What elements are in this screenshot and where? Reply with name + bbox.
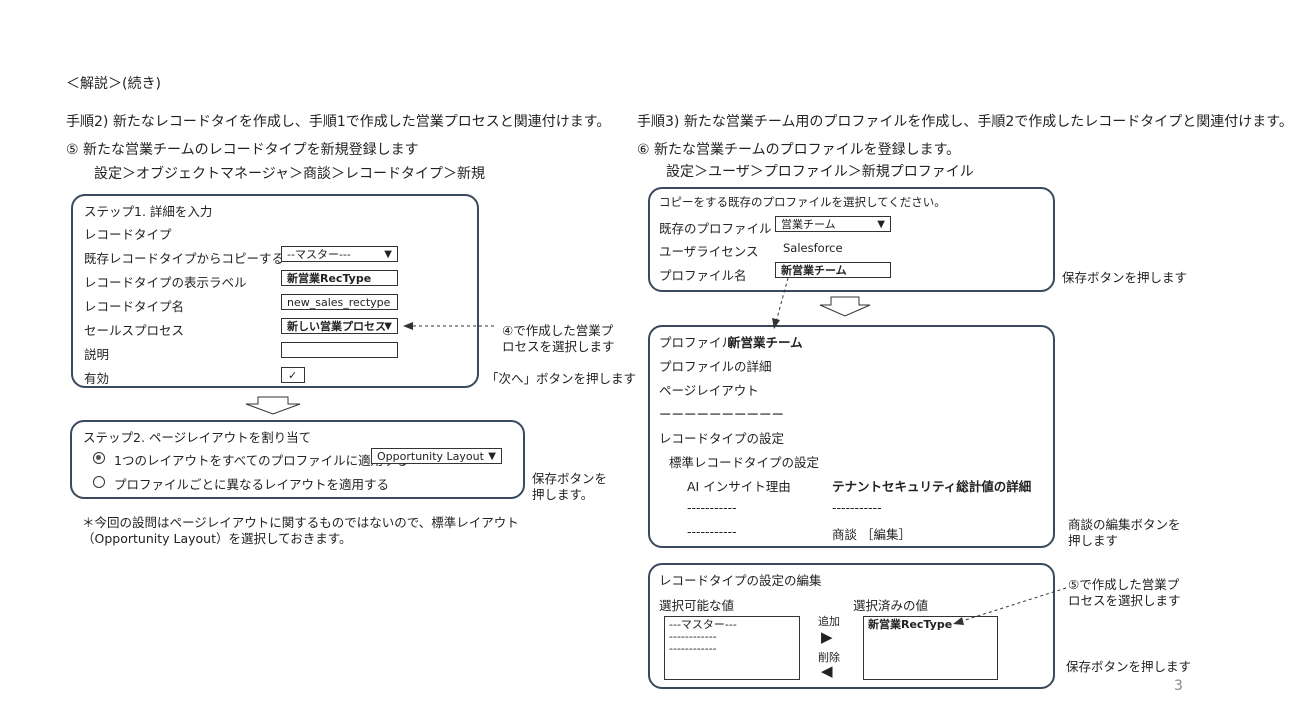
note-next: 「次へ」ボタンを押します [486, 371, 637, 386]
available-item[interactable]: ------------ [669, 630, 717, 643]
step2-title: ステップ2. ページレイアウトを割り当て [83, 430, 312, 445]
rt-edit-panel: レコードタイプの設定の編集 選択可能な値 選択済みの値 ---マスター--- -… [648, 563, 1055, 689]
dashed-arrow-selected [961, 587, 1067, 622]
copy-instruction: コピーをする既存のプロファイルを選択してください。 [659, 195, 946, 209]
copy-select[interactable]: --マスター--- ▼ [281, 246, 398, 262]
selected-item[interactable]: 新営業RecType [868, 618, 953, 631]
arrow-head [772, 318, 780, 329]
profile-page-layout: ページレイアウト [659, 383, 759, 398]
dashed-arrow-profile [775, 277, 789, 323]
display-input[interactable]: 新営業RecType [281, 270, 398, 286]
display-label: レコードタイプの表示ラベル [84, 275, 247, 290]
note-save-2: 保存ボタンを押します [1066, 659, 1192, 674]
col2-row1: ----------- [832, 500, 882, 515]
dropdown-arrow-icon: ▼ [488, 451, 496, 462]
right-sub-title: ⑥ 新たな営業チームのプロファイルを登録します。 [637, 142, 961, 158]
remove-label: 削除 [818, 651, 840, 664]
footnote-1: ＊今回の設問はページレイアウトに関するものではないので、標準レイアウト [82, 515, 519, 530]
profile-dashes: ーーーーーーーーーー [659, 407, 785, 422]
active-label: 有効 [84, 371, 110, 386]
step1-title: ステップ1. 詳細を入力 [84, 204, 213, 219]
layout-radio-all[interactable] [93, 452, 105, 464]
hollow-down-arrow-icon [819, 296, 871, 317]
name-input[interactable]: new_sales_rectype [281, 294, 398, 310]
arrow-head [953, 617, 964, 625]
dropdown-arrow-icon: ▼ [384, 249, 392, 260]
layout-radio-each[interactable] [93, 476, 105, 488]
desc-input[interactable] [281, 342, 398, 358]
note-process-2: ロセスを選択します [502, 339, 615, 354]
profile-detail-panel: プロファイル 新営業チーム プロファイルの詳細 ページレイアウト ーーーーーーー… [648, 325, 1055, 548]
arrow-head [403, 322, 413, 330]
note-save-profile: 保存ボタンを押します [1062, 270, 1188, 285]
note-edit-2: 押します [1068, 533, 1119, 548]
opportunity-edit-link[interactable]: 商談 ［編集］ [832, 527, 911, 542]
left-triangle-icon[interactable]: ◀ [821, 662, 833, 680]
profile-name: 新営業チーム [728, 335, 803, 350]
process-select[interactable]: 新しい営業プロセス ▼ [281, 318, 398, 334]
profile-rt-settings: レコードタイプの設定 [659, 431, 785, 446]
add-label: 追加 [818, 615, 840, 628]
copy-select-value: --マスター--- [287, 248, 351, 261]
rt-edit-title: レコードタイプの設定の編集 [659, 573, 822, 588]
copy-profile-panel: コピーをする既存のプロファイルを選択してください。 既存のプロファイル 営業チー… [648, 187, 1055, 292]
available-item[interactable]: ---マスター--- [669, 618, 737, 631]
note-edit-1: 商談の編集ボタンを [1068, 517, 1181, 532]
license-label: ユーザライセンス [659, 244, 759, 259]
existing-profile-select[interactable]: 営業チーム ▼ [775, 216, 891, 232]
profile-label: プロファイル [659, 335, 735, 350]
profile-std-rt-settings: 標準レコードタイプの設定 [669, 455, 820, 470]
profile-details: プロファイルの詳細 [659, 359, 772, 374]
left-step-title: 手順2) 新たなレコードタイを作成し、手順1で作成した営業プロセスと関連付けます… [66, 114, 611, 130]
step2-panel: ステップ2. ページレイアウトを割り当て 1つのレイアウトをすべてのプロファイル… [70, 420, 525, 499]
layout-select-value: Opportunity Layout [377, 450, 484, 463]
license-value: Salesforce [783, 241, 843, 255]
slide-heading: ＜解説＞(続き) [66, 76, 161, 92]
profile-name-input[interactable]: 新営業チーム [775, 262, 891, 278]
hollow-down-arrow-icon [245, 396, 301, 415]
existing-profile-value: 営業チーム [781, 218, 836, 231]
layout-option-each: プロファイルごとに異なるレイアウトを適用する [114, 477, 390, 492]
desc-label: 説明 [84, 347, 110, 362]
dropdown-arrow-icon: ▼ [384, 321, 392, 332]
profile-name-label: プロファイル名 [659, 268, 747, 283]
page-number: 3 [1174, 678, 1183, 694]
col2-header: テナントセキュリティ総計値の詳細 [832, 479, 1032, 494]
note-process-1: ④で作成した営業プ [502, 323, 614, 338]
process-select-value: 新しい営業プロセス [287, 320, 386, 333]
note-save-2: 押します。 [532, 487, 594, 502]
col1-header: AI インサイト理由 [687, 479, 791, 494]
dropdown-arrow-icon: ▼ [877, 219, 885, 230]
active-checkbox[interactable]: ✓ [281, 367, 305, 383]
selected-label: 選択済みの値 [853, 598, 929, 613]
available-list[interactable]: ---マスター--- ------------ ------------ [664, 616, 800, 680]
left-path: 設定＞オブジェクトマネージャ＞商談＞レコードタイプ＞新規 [94, 166, 486, 182]
col1-row1: ----------- [687, 500, 737, 515]
left-sub-title: ⑤ 新たな営業チームのレコードタイプを新規登録します [66, 142, 419, 158]
right-triangle-icon[interactable]: ▶ [821, 628, 833, 646]
layout-option-all: 1つのレイアウトをすべてのプロファイルに適用する [114, 453, 409, 468]
note-save-1: 保存ボタンを [532, 471, 608, 486]
footnote-2: （Opportunity Layout）を選択しておきます。 [82, 531, 352, 546]
selected-list[interactable]: 新営業RecType [863, 616, 998, 680]
right-path: 設定＞ユーザ＞プロファイル＞新規プロファイル [666, 164, 974, 180]
available-label: 選択可能な値 [659, 598, 735, 613]
record-type-section: レコードタイプ [84, 227, 172, 242]
step1-panel: ステップ1. 詳細を入力 レコードタイプ 既存レコードタイプからコピーする --… [71, 194, 479, 388]
copy-label: 既存レコードタイプからコピーする [84, 251, 285, 266]
existing-profile-label: 既存のプロファイル [659, 221, 772, 236]
note-select-1: ⑤で作成した営業プ [1068, 577, 1180, 592]
available-item[interactable]: ------------ [669, 642, 717, 655]
note-select-2: ロセスを選択します [1068, 593, 1181, 608]
col1-row2: ----------- [687, 524, 737, 539]
layout-select[interactable]: Opportunity Layout ▼ [371, 448, 502, 464]
name-label: レコードタイプ名 [84, 299, 185, 314]
process-label: セールスプロセス [84, 323, 185, 338]
right-step-title: 手順3) 新たな営業チーム用のプロファイルを作成し、手順2で作成したレコードタイ… [637, 114, 1293, 130]
